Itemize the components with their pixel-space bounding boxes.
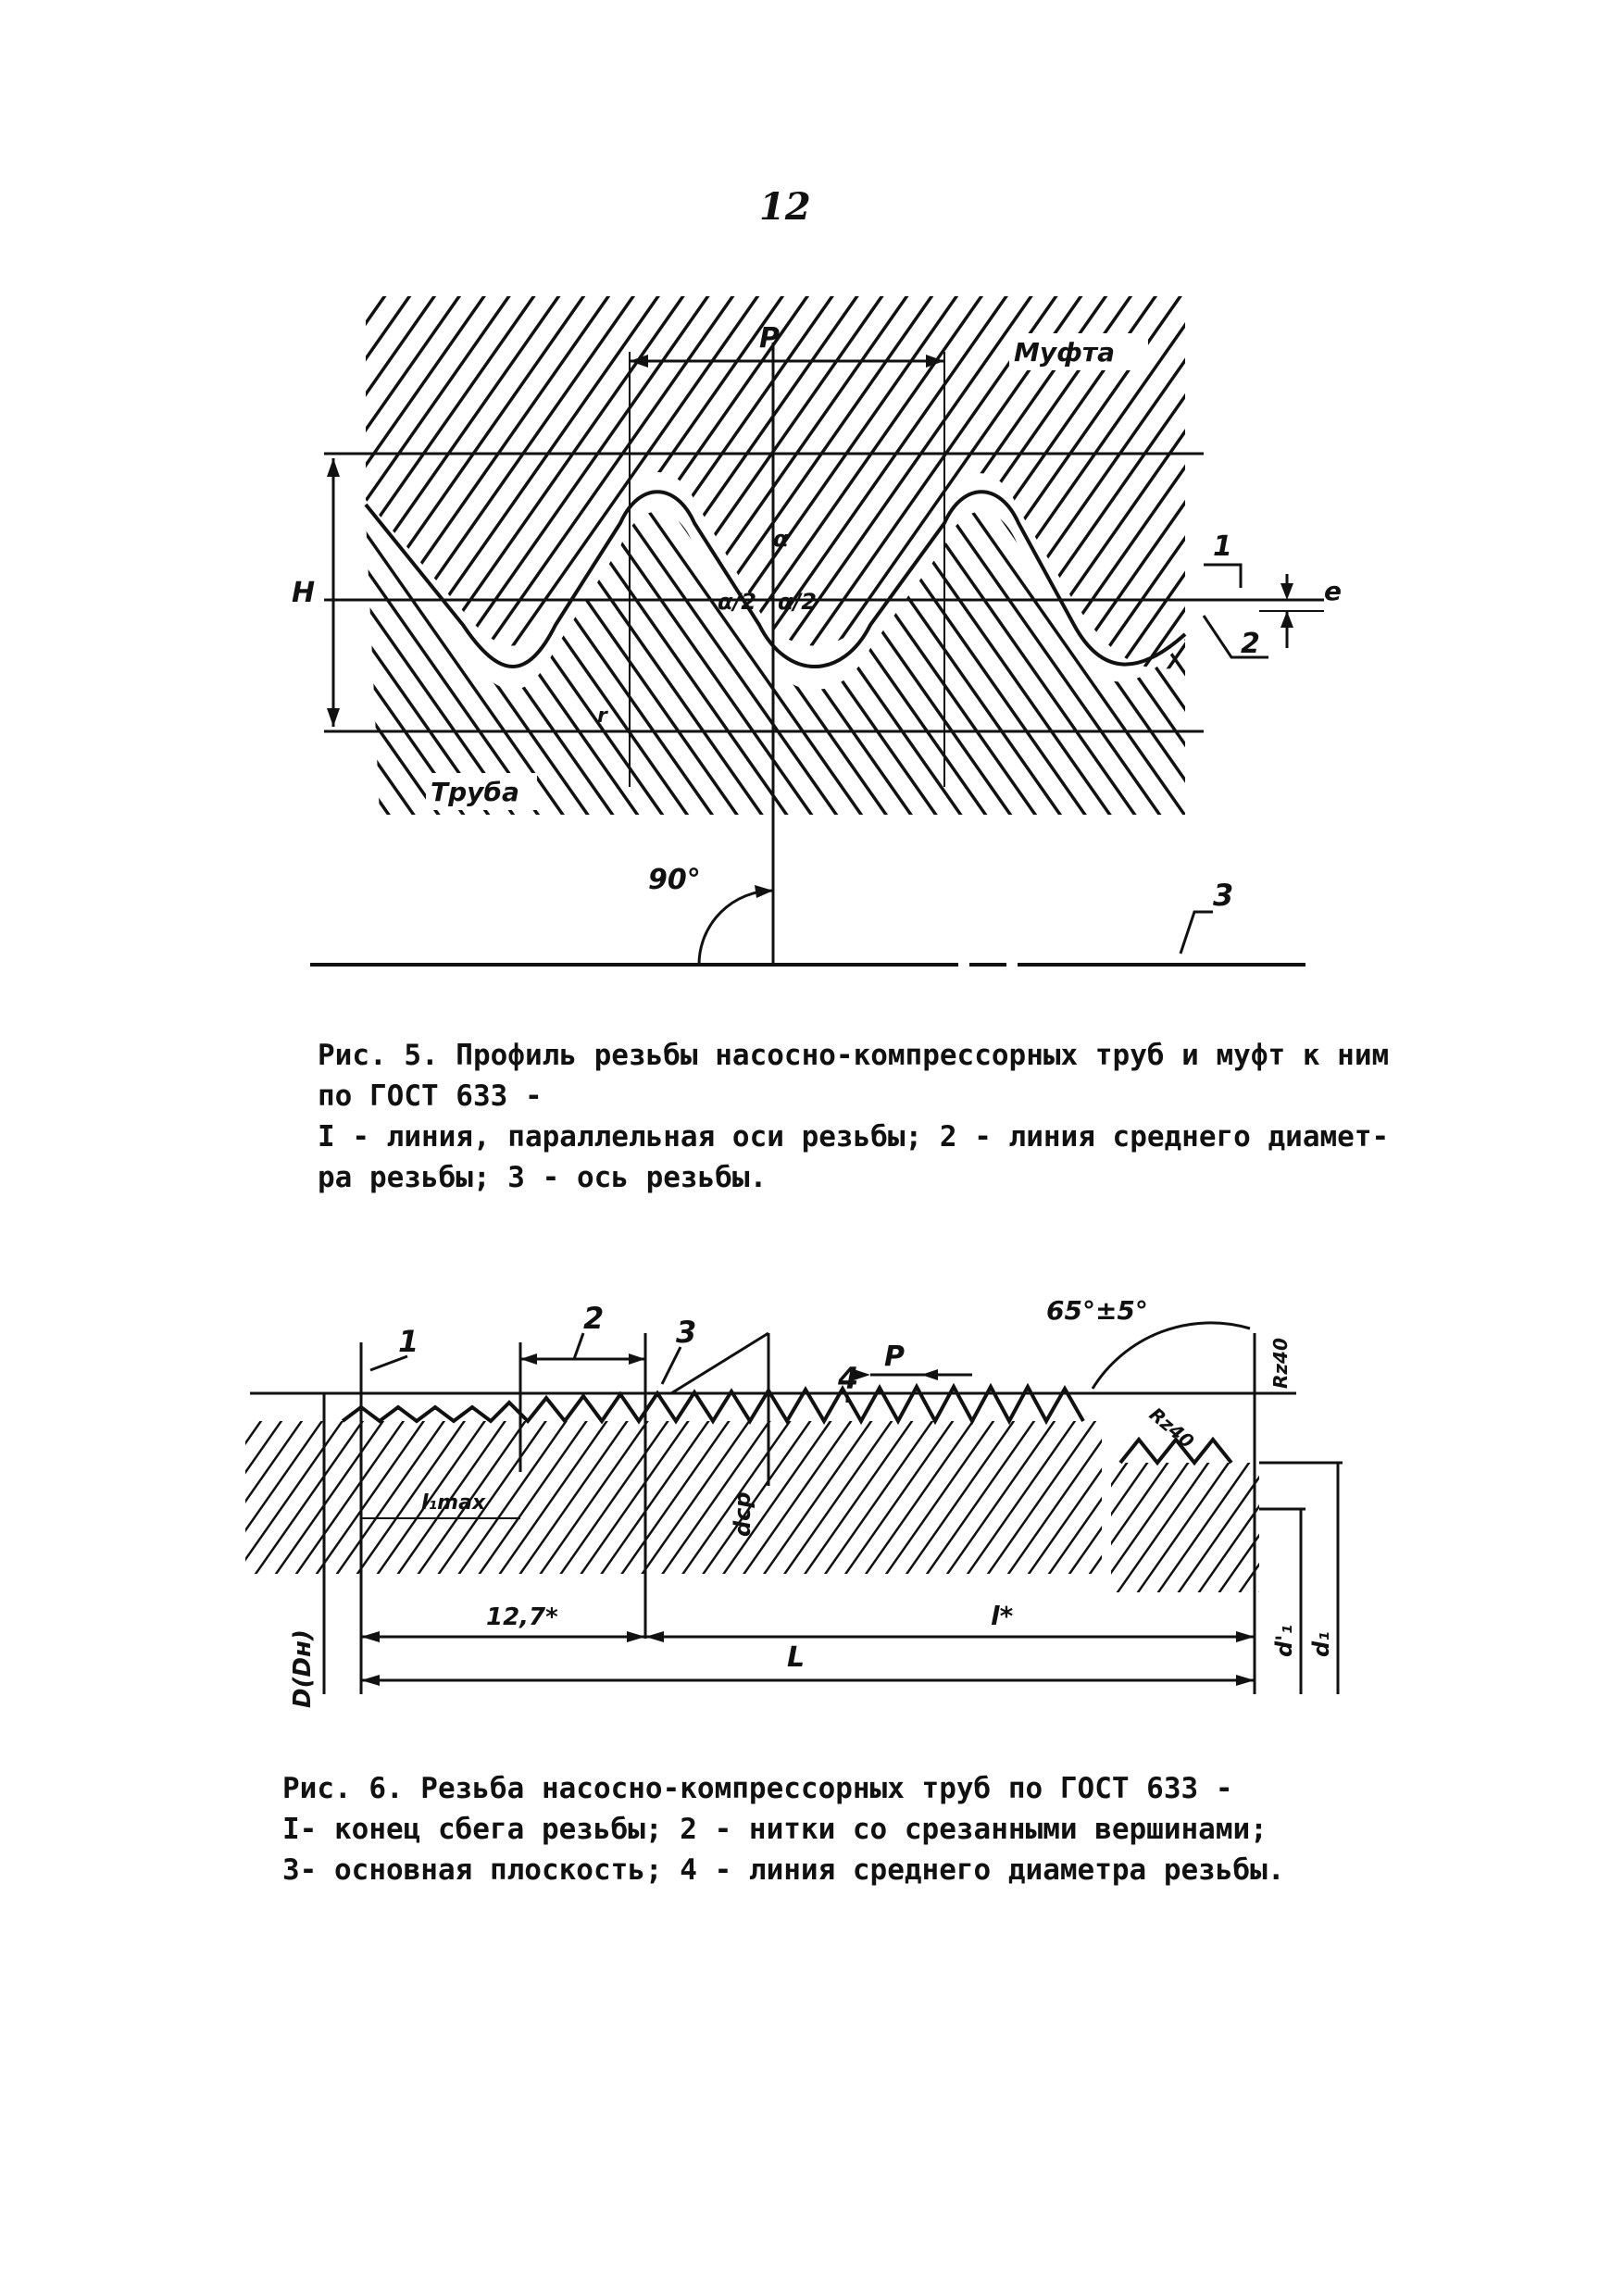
l1-max: l₁max <box>421 1491 486 1515</box>
gap-label: e <box>1324 576 1342 606</box>
angle-alpha: α <box>773 526 789 552</box>
pipe-body <box>245 1421 1102 1574</box>
height-label: H <box>292 577 315 609</box>
pitch-label: P <box>759 322 780 355</box>
callout-3: 3 <box>1213 878 1233 913</box>
caption-line: Рис. 5. Профиль резьбы насосно-компрессо… <box>318 1039 1390 1072</box>
d1-prime: d'₁ <box>1271 1625 1297 1657</box>
dim-127: 12,7* <box>486 1603 558 1631</box>
caption-line: I - линия, параллельная оси резьбы; 2 - … <box>318 1120 1390 1154</box>
d-cp-label: dср <box>730 1491 756 1537</box>
pipe-label: Труба <box>431 777 519 807</box>
pipe-region <box>366 511 1185 815</box>
figure-5-caption: Рис. 5. Профиль резьбы насосно-компрессо… <box>318 1035 1389 1198</box>
callout-2: 2 <box>1241 628 1260 660</box>
half-angle-right: α/2 <box>778 589 817 615</box>
fig6-pitch: P <box>884 1341 905 1373</box>
caption-line: 3- основная плоскость; 4 - линия среднег… <box>282 1853 1285 1887</box>
d1: d₁ <box>1308 1631 1334 1657</box>
fig6-callout-2: 2 <box>583 1301 604 1336</box>
figure-5-thread-profile: H P Муфта Труба α/2 α/2 α r 1 2 e 90° 3 <box>292 296 1342 967</box>
angle-90: 90° <box>648 864 701 896</box>
fig6-callout-1: 1 <box>398 1324 418 1359</box>
page-number: 12 <box>759 185 811 229</box>
coupling-region <box>366 296 1185 669</box>
figure-6-caption: Рис. 6. Резьба насосно-компрессорных тру… <box>282 1768 1285 1890</box>
dim-L: L <box>787 1641 805 1674</box>
roughness-b: Rz40 <box>1269 1338 1292 1389</box>
dim-l-star: l* <box>991 1601 1014 1631</box>
taper-angle: 65°±5° <box>1046 1295 1148 1326</box>
caption-line: Рис. 6. Резьба насосно-компрессорных тру… <box>282 1772 1233 1805</box>
r-label: r <box>597 705 608 728</box>
caption-line: I- конец сбега резьбы; 2 - нитки со срез… <box>282 1813 1268 1846</box>
fig6-callout-4: 4 <box>837 1361 858 1396</box>
caption-line: ра резьбы; 3 - ось резьбы. <box>318 1161 768 1194</box>
coupling-label: Муфта <box>1014 337 1115 368</box>
callout-1: 1 <box>1213 530 1232 563</box>
caption-line: по ГОСТ 633 - <box>318 1079 543 1113</box>
figure-6-thread: 2 1 3 4 dср P 65°±5° Rz40 Rz40 l₁max 12,… <box>245 1295 1343 1708</box>
half-angle-left: α/2 <box>718 589 756 615</box>
fig6-callout-3: 3 <box>676 1315 696 1350</box>
d-dn: D(Dн) <box>289 1629 317 1708</box>
thread-teeth <box>341 1382 1085 1426</box>
